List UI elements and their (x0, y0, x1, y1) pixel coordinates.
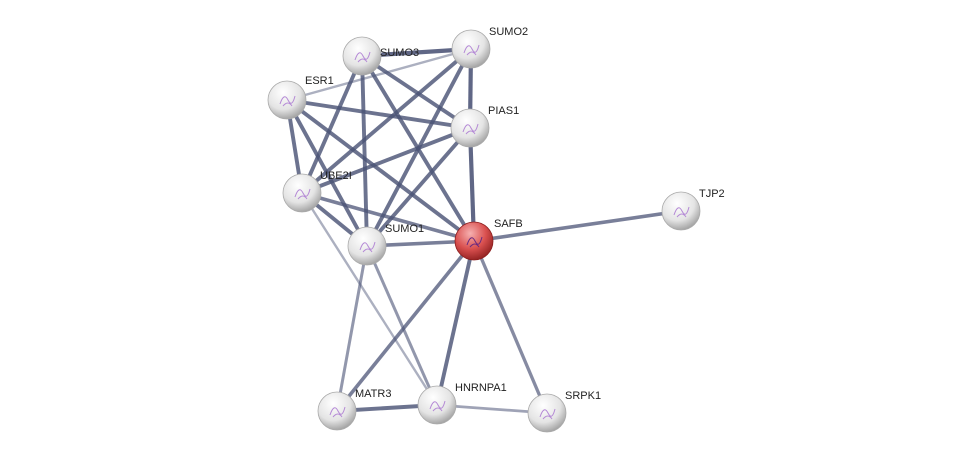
node-sumo3[interactable]: SUMO3 (342, 36, 419, 76)
node-label: SUMO3 (380, 47, 419, 59)
node-esr1[interactable]: ESR1 (267, 75, 334, 120)
node-circle[interactable] (661, 191, 701, 231)
protein-structure-icon (462, 123, 479, 135)
node-label: UBE2I (320, 170, 352, 182)
protein-structure-icon (359, 241, 376, 253)
node-circle[interactable] (451, 29, 491, 69)
node-ube2i[interactable]: UBE2I (282, 170, 352, 213)
protein-structure-icon (463, 44, 480, 56)
node-label: PIAS1 (488, 105, 519, 117)
edge-esr1-pias1[interactable] (286, 98, 471, 130)
edge-sumo3-ube2i[interactable] (300, 55, 364, 194)
node-circle[interactable] (347, 226, 387, 266)
edge-safb-matr3[interactable] (335, 239, 476, 413)
edge-pias1-sumo1[interactable] (365, 126, 472, 248)
edge-safb-hnrnpa1[interactable] (435, 240, 476, 406)
node-circle[interactable] (282, 173, 322, 213)
node-label: HNRNPA1 (455, 382, 507, 394)
node-matr3[interactable]: MATR3 (317, 388, 391, 431)
edge-pias1-ube2i[interactable] (301, 126, 471, 195)
node-circle[interactable] (527, 393, 567, 433)
edge-safb-srpk1[interactable] (472, 240, 549, 414)
edge-esr1-sumo1[interactable] (285, 99, 369, 247)
edge-sumo1-matr3[interactable] (335, 245, 369, 412)
node-label: TJP2 (699, 188, 725, 200)
node-tjp2[interactable]: TJP2 (661, 188, 725, 231)
node-circle[interactable] (417, 385, 457, 425)
edge-esr1-safb[interactable] (285, 98, 476, 243)
protein-structure-icon (329, 406, 346, 418)
node-label: SUMO2 (489, 26, 528, 38)
node-hnrnpa1[interactable]: HNRNPA1 (417, 382, 507, 425)
protein-structure-icon (466, 236, 483, 248)
edge-sumo2-ube2i[interactable] (300, 47, 473, 195)
node-circle[interactable] (267, 80, 307, 120)
protein-structure-icon (673, 206, 690, 218)
edge-sumo1-hnrnpa1[interactable] (365, 245, 439, 406)
edge-sumo3-pias1[interactable] (360, 54, 472, 130)
node-circle[interactable] (454, 221, 494, 261)
edge-ube2i-safb[interactable] (301, 191, 475, 243)
node-sumo2[interactable]: SUMO2 (451, 26, 528, 69)
node-label: SRPK1 (565, 390, 601, 402)
protein-structure-icon (354, 51, 371, 63)
edge-safb-tjp2[interactable] (473, 209, 682, 243)
node-sumo1[interactable]: SUMO1 (347, 223, 424, 266)
node-circle[interactable] (450, 108, 490, 148)
protein-structure-icon (539, 408, 556, 420)
node-safb[interactable]: SAFB (454, 218, 523, 261)
node-srpk1[interactable]: SRPK1 (527, 390, 601, 433)
node-label: MATR3 (355, 388, 391, 400)
node-circle[interactable] (317, 391, 357, 431)
edge-ube2i-hnrnpa1[interactable] (300, 192, 439, 406)
protein-structure-icon (279, 95, 296, 107)
node-label: SUMO1 (385, 223, 424, 235)
node-pias1[interactable]: PIAS1 (450, 105, 519, 148)
node-label: ESR1 (305, 75, 334, 87)
node-label: SAFB (494, 218, 523, 230)
edge-sumo3-sumo1[interactable] (360, 55, 369, 247)
edge-esr1-sumo2[interactable] (286, 47, 472, 102)
node-circle[interactable] (342, 36, 382, 76)
protein-structure-icon (429, 400, 446, 412)
protein-structure-icon (294, 188, 311, 200)
